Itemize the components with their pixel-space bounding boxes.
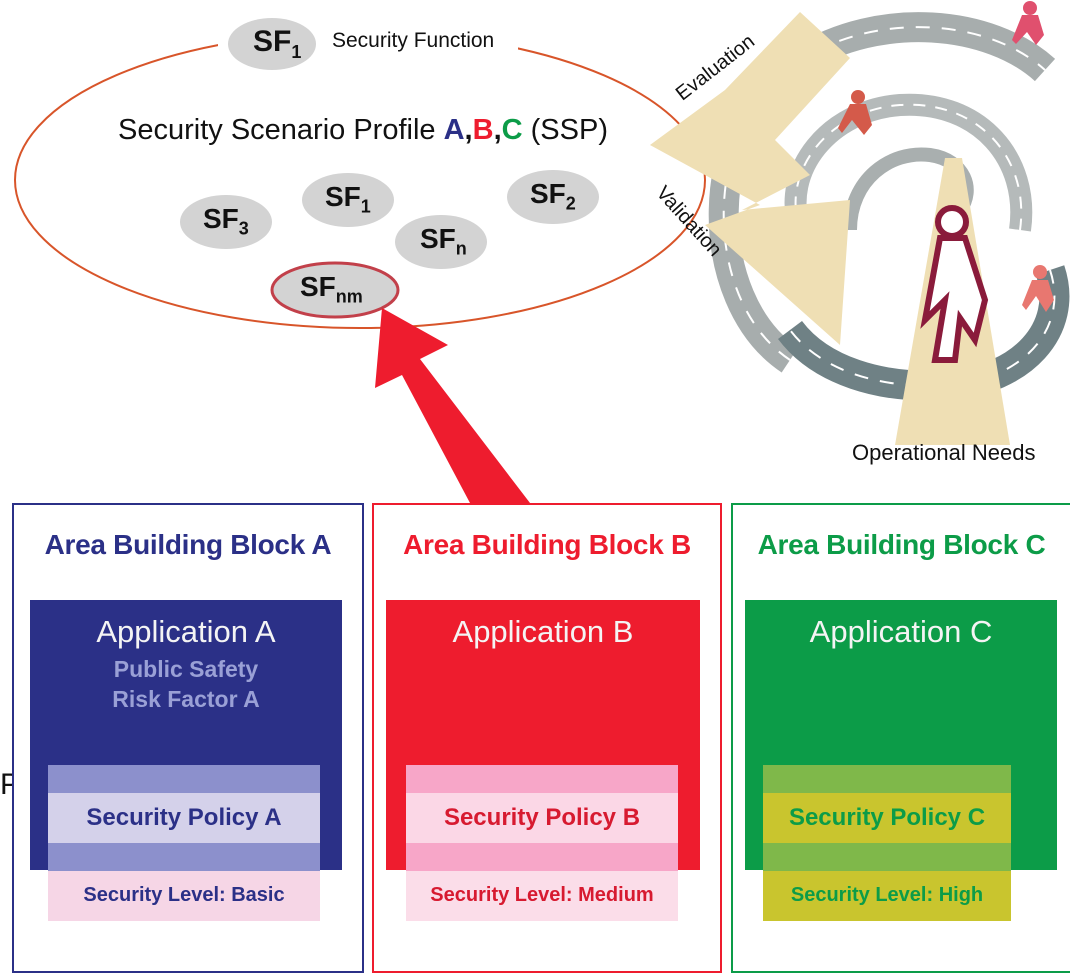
security-policy-b: Security Policy B: [406, 793, 678, 843]
operational-needs-label: Operational Needs: [852, 440, 1036, 465]
evaluation-validation-arrow: [650, 12, 850, 345]
sf2-ellipse: [507, 170, 599, 224]
walker-figure-right: [1022, 265, 1054, 312]
walker-figure-top: [1012, 1, 1044, 45]
sfn-label: SFn: [420, 223, 467, 259]
ssp-diagram: [14, 1, 1070, 503]
policy-b-band-bottom: [406, 843, 678, 871]
ssp-title: Security Scenario Profile A,B,C (SSP): [118, 114, 608, 146]
security-policy-a-label: Security Policy A: [86, 804, 282, 831]
sf-legend-label: SF1: [253, 25, 302, 62]
area-building-block-b: Area Building Block B Application B Secu…: [372, 503, 722, 973]
sfn-ellipse: [395, 215, 487, 269]
sf3-ellipse: [180, 195, 272, 249]
area-building-block-c: Area Building Block C Application C Secu…: [731, 503, 1070, 973]
sf1-label: SF1: [325, 181, 371, 217]
policy-c-band-bottom: [763, 843, 1011, 871]
sf2-label: SF2: [530, 178, 576, 214]
block-b-title: Area Building Block B: [403, 529, 691, 560]
sfnm-ellipse: [270, 261, 400, 319]
security-level-a-label: Security Level: Basic: [83, 884, 285, 906]
application-a-detail-2: Risk Factor A: [112, 686, 260, 712]
block-a-title: Area Building Block A: [44, 529, 332, 560]
sf-legend-ellipse: [228, 18, 316, 70]
security-policy-b-label: Security Policy B: [443, 804, 641, 831]
application-c-title: Application C: [809, 614, 993, 649]
policy-b-band-top: [406, 765, 678, 793]
block-c-title: Area Building Block C: [757, 529, 1046, 560]
security-level-c: Security Level: High: [763, 871, 1011, 921]
security-policy-c: Security Policy C: [763, 793, 1011, 843]
application-b-title: Application B: [452, 614, 634, 649]
red-flow-arrow: [375, 308, 530, 503]
security-policy-c-label: Security Policy C: [788, 804, 986, 831]
security-level-a: Security Level: Basic: [48, 871, 320, 921]
area-building-block-a: Area Building Block A Application A Publ…: [12, 503, 364, 973]
security-policy-a: Security Policy A: [48, 793, 320, 843]
security-level-b: Security Level: Medium: [406, 871, 678, 921]
policy-a-band-bottom: [48, 843, 320, 871]
security-level-b-label: Security Level: Medium: [430, 884, 654, 906]
sf3-label: SF3: [203, 203, 249, 239]
sf1-ellipse: [302, 173, 394, 227]
security-function-caption: Security Function: [332, 29, 495, 52]
policy-a-band-top: [48, 765, 320, 793]
application-a-detail-1: Public Safety: [113, 656, 259, 682]
policy-c-band-top: [763, 765, 1011, 793]
sfnm-label: SFnm: [300, 271, 363, 307]
walker-figure-left: [838, 90, 872, 135]
walker-figure-main: [920, 205, 989, 363]
application-a-title: Application A: [96, 614, 276, 649]
security-level-c-label: Security Level: High: [790, 884, 984, 906]
